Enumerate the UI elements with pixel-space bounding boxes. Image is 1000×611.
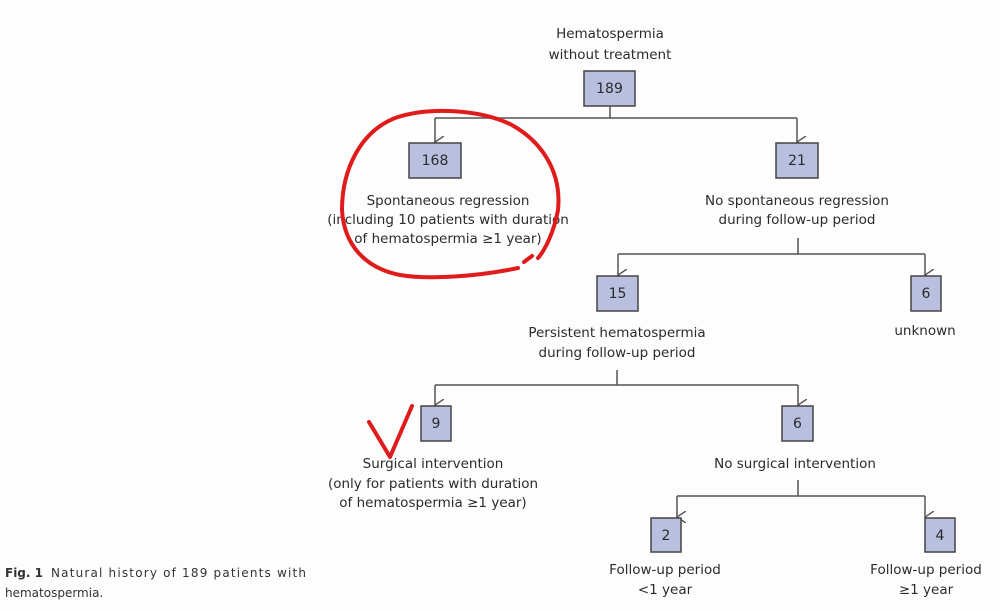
node-label: unknown [894, 323, 955, 339]
node-count: 189 [596, 81, 623, 97]
connector-level2 [618, 238, 925, 275]
red-checkmark-annotation [367, 404, 414, 459]
node-label: Spontaneous regression [367, 193, 530, 209]
node-label: (including 10 patients with duration [327, 212, 569, 228]
node-count: 21 [788, 153, 806, 169]
node-box-2 [650, 517, 682, 553]
caption-text: Natural history of 189 patients with [51, 566, 306, 580]
root-title-line1: Hematospermia [556, 26, 664, 42]
node-label: No spontaneous regression [705, 193, 889, 209]
node-box-9 [420, 405, 452, 442]
node-count: 9 [432, 416, 441, 432]
node-count: 2 [662, 528, 671, 544]
node-label: during follow-up period [719, 212, 876, 228]
connector-level3 [435, 370, 798, 405]
node-box-6-unknown [910, 275, 942, 312]
node-box-189 [583, 70, 636, 107]
figure-caption-line2: hematospermia. [5, 586, 103, 600]
figure-caption-line1: Fig. 1 Natural history of 189 patients wi… [5, 566, 306, 580]
node-count: 6 [793, 416, 802, 432]
node-count: 168 [422, 153, 449, 169]
node-box-21 [775, 142, 819, 179]
figure-label: Fig. 1 [5, 566, 43, 580]
node-label: of hematospermia ≥1 year) [354, 231, 541, 247]
node-label: No surgical intervention [714, 456, 876, 472]
node-box-4 [924, 517, 956, 553]
connector-level4 [677, 480, 925, 517]
red-circle-annotation [340, 108, 561, 280]
node-count: 6 [922, 286, 931, 302]
node-box-15 [596, 275, 639, 312]
node-label: Follow-up period [870, 562, 982, 578]
node-label: during follow-up period [539, 345, 696, 361]
node-box-168 [408, 142, 462, 179]
node-label: Follow-up period [609, 562, 721, 578]
node-count: 4 [936, 528, 945, 544]
node-count: 15 [609, 286, 627, 302]
node-label: <1 year [638, 582, 693, 598]
node-label: of hematospermia ≥1 year) [339, 495, 526, 511]
root-title-line2: without treatment [549, 47, 672, 63]
node-label: Persistent hematospermia [528, 325, 705, 341]
node-label: ≥1 year [899, 582, 954, 598]
connector-level1 [435, 106, 797, 142]
node-box-6-no-surgical [781, 405, 814, 442]
node-label: (only for patients with duration [328, 476, 538, 492]
node-label: Surgical intervention [363, 456, 504, 472]
